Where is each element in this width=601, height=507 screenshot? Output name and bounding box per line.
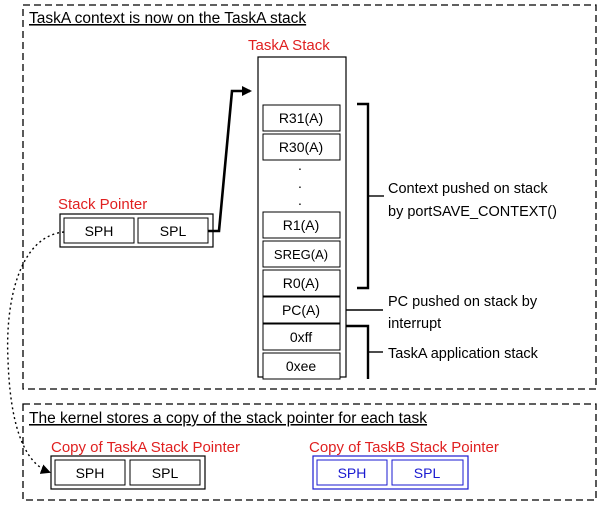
app-stack-annotation: TaskA application stack [388, 346, 539, 362]
stack-cell-label: R1(A) [283, 217, 320, 233]
stack-ellipsis-dot: . [298, 175, 302, 191]
pc-annotation-line2: interrupt [388, 316, 441, 332]
stack-cell-box [262, 269, 341, 297]
stack-ellipsis-dot: . [298, 157, 302, 173]
stack-cell-label: 0xee [286, 358, 317, 374]
stack-cell-label: SREG(A) [274, 247, 328, 262]
stack-cell: 0xff [262, 323, 341, 351]
stack-cell-label: R30(A) [279, 139, 323, 155]
taska-sph-register [54, 459, 126, 486]
taska-stack-title: TaskA Stack [248, 37, 330, 54]
stack-ellipsis-dot: . [298, 192, 302, 208]
taskb-sp-copy-title: Copy of TaskB Stack Pointer [309, 439, 499, 456]
context-annotation-line1: Context pushed on stack [388, 181, 548, 197]
stack-cell: 0xee [262, 352, 341, 380]
taska-spl-label: SPL [152, 465, 179, 481]
stack-cell-box [262, 323, 341, 351]
sph-register [63, 217, 135, 244]
stack-cell-label: PC(A) [282, 302, 320, 318]
taskb-sp-copy: Copy of TaskB Stack Pointer SPH SPL [309, 439, 499, 490]
stack-pointer-arrow [208, 86, 252, 233]
stack-cell-label: 0xff [290, 329, 312, 345]
taskb-spl-register [391, 459, 464, 486]
stack-cell: R31(A) [262, 104, 341, 132]
taska-sp-copy: Copy of TaskA Stack Pointer SPH SPL [50, 439, 240, 490]
spl-label: SPL [160, 223, 187, 239]
stack-cell-box [262, 104, 341, 132]
copy-pointer-arrow [6, 231, 65, 474]
pc-annotation: PC pushed on stack by interrupt [346, 294, 538, 332]
app-stack-bracket-line [346, 324, 370, 379]
stack-pointer: Stack Pointer SPH SPL [58, 196, 214, 248]
app-stack-bracket: TaskA application stack [346, 324, 539, 379]
stack-cell: SREG(A) [262, 240, 341, 268]
bottom-panel-border [22, 403, 597, 501]
top-panel-title: TaskA context is now on the TaskA stack [29, 10, 306, 27]
taska-sp-copy-title: Copy of TaskA Stack Pointer [51, 439, 240, 456]
taskb-sph-label: SPH [338, 465, 367, 481]
bottom-panel: The kernel stores a copy of the stack po… [22, 403, 597, 501]
stack-cell-box [262, 240, 341, 268]
stack-cell: PC(A) [262, 296, 341, 324]
context-bracket: Context pushed on stack by portSAVE_CONT… [357, 102, 557, 290]
top-panel: TaskA context is now on the TaskA stack [22, 4, 597, 390]
stack-cell-label: R0(A) [283, 275, 320, 291]
bottom-panel-title: The kernel stores a copy of the stack po… [29, 410, 427, 427]
context-bracket-line [357, 102, 370, 290]
taska-stack: TaskA Stack R31(A) R30(A) . . . R1(A) SR… [248, 37, 347, 380]
taska-spl-register [129, 459, 201, 486]
stack-cell: R0(A) [262, 269, 341, 297]
taskb-sph-register [316, 459, 388, 486]
stack-cell: R1(A) [262, 211, 341, 239]
context-annotation-line2: by portSAVE_CONTEXT() [388, 204, 557, 220]
stack-pointer-title: Stack Pointer [58, 196, 147, 213]
stack-cell-box [262, 133, 341, 161]
taskb-spl-label: SPL [414, 465, 441, 481]
stack-cell-label: R31(A) [279, 110, 323, 126]
top-panel-border [22, 4, 597, 390]
sph-label: SPH [85, 223, 114, 239]
spl-register [137, 217, 209, 244]
pc-annotation-line1: PC pushed on stack by [388, 294, 538, 310]
taska-sph-label: SPH [76, 465, 105, 481]
stack-cell-box [262, 296, 341, 324]
stack-cell: R30(A) [262, 133, 341, 161]
stack-cell-box [262, 211, 341, 239]
stack-cell-box [262, 352, 341, 380]
